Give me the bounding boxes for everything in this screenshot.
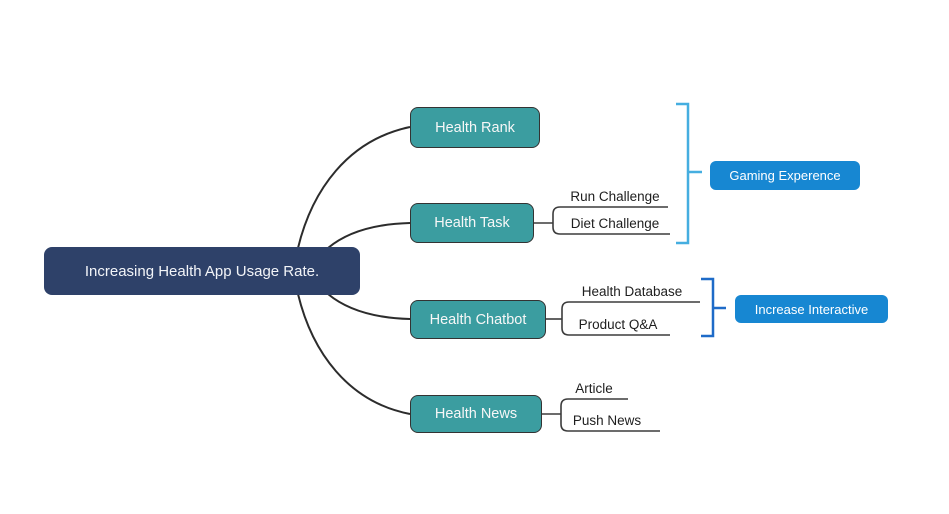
branch-node-health-news[interactable]: Health News: [410, 395, 542, 433]
bracket-gaming-experence: [676, 102, 690, 245]
connector-root-health-task: [327, 222, 411, 249]
bracket-increase-interactive: [701, 277, 715, 338]
subtopic-run-challenge[interactable]: Run Challenge: [570, 189, 660, 204]
branch-node-health-rank[interactable]: Health Rank: [410, 107, 540, 148]
subtopic-article[interactable]: Article: [575, 381, 613, 396]
callout-gaming-experence[interactable]: Gaming Experence: [710, 161, 860, 190]
subtopic-diet-challenge[interactable]: Diet Challenge: [570, 216, 660, 231]
subtopic-push-news[interactable]: Push News: [572, 413, 642, 428]
subtopic-health-database[interactable]: Health Database: [581, 284, 683, 299]
connector-root-health-rank: [297, 126, 411, 249]
callout-increase-interactive[interactable]: Increase Interactive: [735, 295, 888, 323]
connector-chatbot-children: [561, 301, 700, 336]
connector-task-children: [552, 206, 670, 235]
root-node[interactable]: Increasing Health App Usage Rate.: [44, 247, 360, 295]
connector-root-health-news: [297, 293, 411, 415]
connector-root-health-chatbot: [327, 293, 411, 320]
branch-node-health-task[interactable]: Health Task: [410, 203, 534, 243]
branch-node-health-chatbot[interactable]: Health Chatbot: [410, 300, 546, 339]
connector-news-children: [560, 398, 660, 432]
subtopic-product-qa[interactable]: Product Q&A: [578, 317, 658, 332]
